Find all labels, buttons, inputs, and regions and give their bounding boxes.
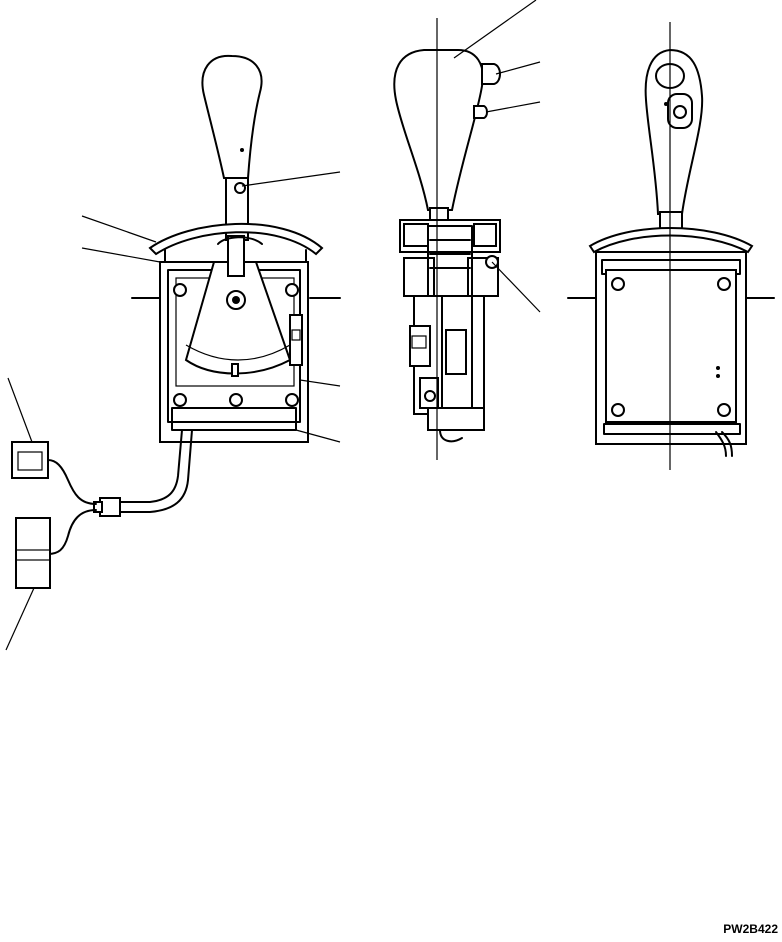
leader-lines-side [453, 0, 541, 313]
rear-cover-plate [605, 269, 737, 423]
rear-dome-cover [588, 227, 754, 254]
side-knob [393, 49, 484, 211]
connector-lower [15, 517, 51, 589]
leader-lines-front [5, 171, 341, 651]
drawing-code: PW2B422 [723, 922, 778, 936]
front-dome-cover [148, 223, 324, 256]
side-view [393, 49, 501, 443]
front-wire-harness [109, 429, 183, 503]
front-view [11, 54, 341, 589]
rear-view [567, 48, 775, 457]
front-knob [201, 54, 263, 179]
